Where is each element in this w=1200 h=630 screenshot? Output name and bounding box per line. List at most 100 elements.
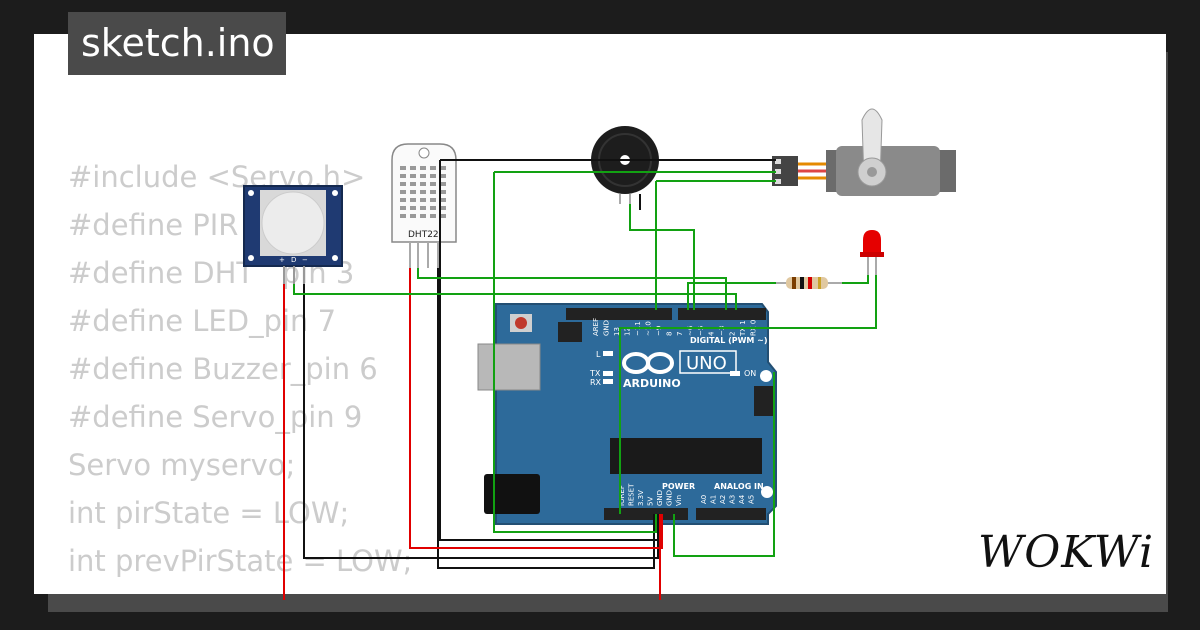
digital-pin-label: ~5	[697, 326, 705, 336]
dht-grille-slot	[440, 190, 446, 194]
code-line: #define Servo_pin 9	[68, 400, 363, 434]
analog-header	[696, 508, 766, 520]
dht-grille-slot	[430, 206, 436, 210]
dht-grille-slot	[410, 190, 416, 194]
dht-grille-slot	[410, 166, 416, 170]
code-line: #define LED_pin 7	[68, 304, 337, 338]
power-label: POWER	[662, 482, 695, 491]
digital-pin-label: 8	[666, 332, 674, 336]
digital-pin-label: AREF	[592, 318, 600, 336]
reset-button[interactable]	[515, 317, 527, 329]
pir-motion-sensor[interactable]: + D −	[243, 185, 343, 284]
power-jack	[484, 474, 540, 514]
arduino-brand-label: ARDUINO	[623, 377, 681, 390]
dht-grille-slot	[410, 206, 416, 210]
digital-pin-label: GND	[603, 320, 611, 336]
digital-pin-label: 4	[708, 331, 716, 336]
dht-label: DHT22	[408, 230, 439, 240]
code-line: #define Buzzer_pin 6	[68, 352, 378, 386]
code-line: Servo myservo;	[68, 448, 296, 482]
digital-header-2	[678, 308, 766, 320]
dht-grille-slot	[440, 214, 446, 218]
dht-grille-slot	[440, 198, 446, 202]
analog-pin-label: A5	[748, 495, 756, 504]
servo-motor[interactable]	[772, 108, 956, 196]
dht-grille-slot	[430, 182, 436, 186]
digital-pin-label: ~6	[687, 325, 695, 336]
dht-grille-slot	[440, 182, 446, 186]
power-pin-label: 3.3V	[637, 490, 645, 506]
dht-grille-slot	[410, 198, 416, 202]
dht-grille-slot	[420, 166, 426, 170]
buzzer[interactable]	[591, 126, 659, 204]
dht-grille-slot	[440, 166, 446, 170]
dht-grille-slot	[400, 182, 406, 186]
pir-pin-minus: −	[302, 256, 308, 264]
l-led-label: L	[596, 350, 601, 359]
dht-grille-slot	[400, 174, 406, 178]
digital-label: DIGITAL (PWM ~)	[690, 336, 768, 345]
code-line: ... 11T	[68, 585, 412, 594]
dht-grille-slot	[400, 214, 406, 218]
dht-grille-slot	[410, 182, 416, 186]
tx-led-label: TX	[589, 369, 601, 378]
digital-pin-label: 7	[676, 332, 684, 336]
dht-grille-slot	[420, 182, 426, 186]
arduino-infinity-icon	[622, 352, 674, 374]
analog-pin-label: A2	[719, 495, 727, 504]
dht-grille-slot	[440, 174, 446, 178]
dht-grille-slot	[430, 174, 436, 178]
arduino-model-label: UNO	[686, 353, 727, 374]
dht-grille-slot	[410, 214, 416, 218]
usb-port	[477, 343, 541, 391]
dht-grille-slot	[420, 206, 426, 210]
power-pin-label: RESET	[628, 483, 636, 506]
file-title-tab[interactable]: sketch.ino	[68, 12, 286, 75]
wires	[283, 159, 877, 600]
dht22-sensor[interactable]: DHT22	[391, 143, 457, 268]
dht-grille-slot	[430, 166, 436, 170]
wokwi-logo: WOKWi	[978, 527, 1155, 578]
dht-grille-slot	[400, 190, 406, 194]
code-line: int prevPirState = LOW;	[68, 544, 413, 578]
power-pin-label: GND	[656, 490, 664, 506]
power-header	[604, 508, 688, 520]
power-pin-label: Vin	[675, 495, 683, 506]
arduino-uno-board[interactable]: ARDUINO UNO DIGITAL (PWM ~) ON L TX RX P…	[477, 303, 777, 525]
analog-pin-label: A1	[710, 495, 718, 504]
pir-pin-plus: +	[279, 256, 285, 264]
rx-led-label: RX	[590, 378, 602, 387]
code-line: int pirState = LOW;	[68, 496, 350, 530]
digital-pin-label: 2	[729, 332, 737, 336]
digital-pin-label: ~3	[718, 326, 726, 336]
dht-grille-slot	[430, 190, 436, 194]
digital-pin-label: 12	[624, 327, 632, 336]
analog-pin-label: A0	[700, 495, 708, 504]
power-pin-label: 5V	[647, 497, 655, 506]
red-led[interactable]	[860, 230, 884, 275]
power-pin-label: GND	[666, 490, 674, 506]
digital-header-1	[566, 308, 672, 320]
dht-grille-slot	[410, 174, 416, 178]
dht-grille-slot	[440, 206, 446, 210]
atmega-chip	[610, 438, 762, 474]
dht-grille-slot	[400, 206, 406, 210]
analog-pin-label: A3	[729, 495, 737, 504]
dht-grille-slot	[420, 214, 426, 218]
dht-grille-slot	[420, 198, 426, 202]
dht-grille-slot	[430, 198, 436, 202]
analog-pin-label: A4	[738, 494, 746, 504]
digital-pin-label: ~9	[655, 326, 663, 336]
resistor[interactable]	[776, 277, 842, 289]
analog-label: ANALOG IN	[714, 482, 764, 491]
dht-grille-slot	[420, 190, 426, 194]
code-background: #include <Servo.h>#define PIR#define DHT…	[68, 153, 412, 594]
pir-pin-d: D	[291, 256, 296, 264]
dht-grille-slot	[420, 174, 426, 178]
digital-pin-label: 13	[613, 327, 621, 336]
dht-grille-slot	[400, 166, 406, 170]
code-line: #define PIR	[68, 208, 239, 242]
power-pin-label: IOREF	[618, 485, 626, 506]
dht-grille-slot	[400, 198, 406, 202]
